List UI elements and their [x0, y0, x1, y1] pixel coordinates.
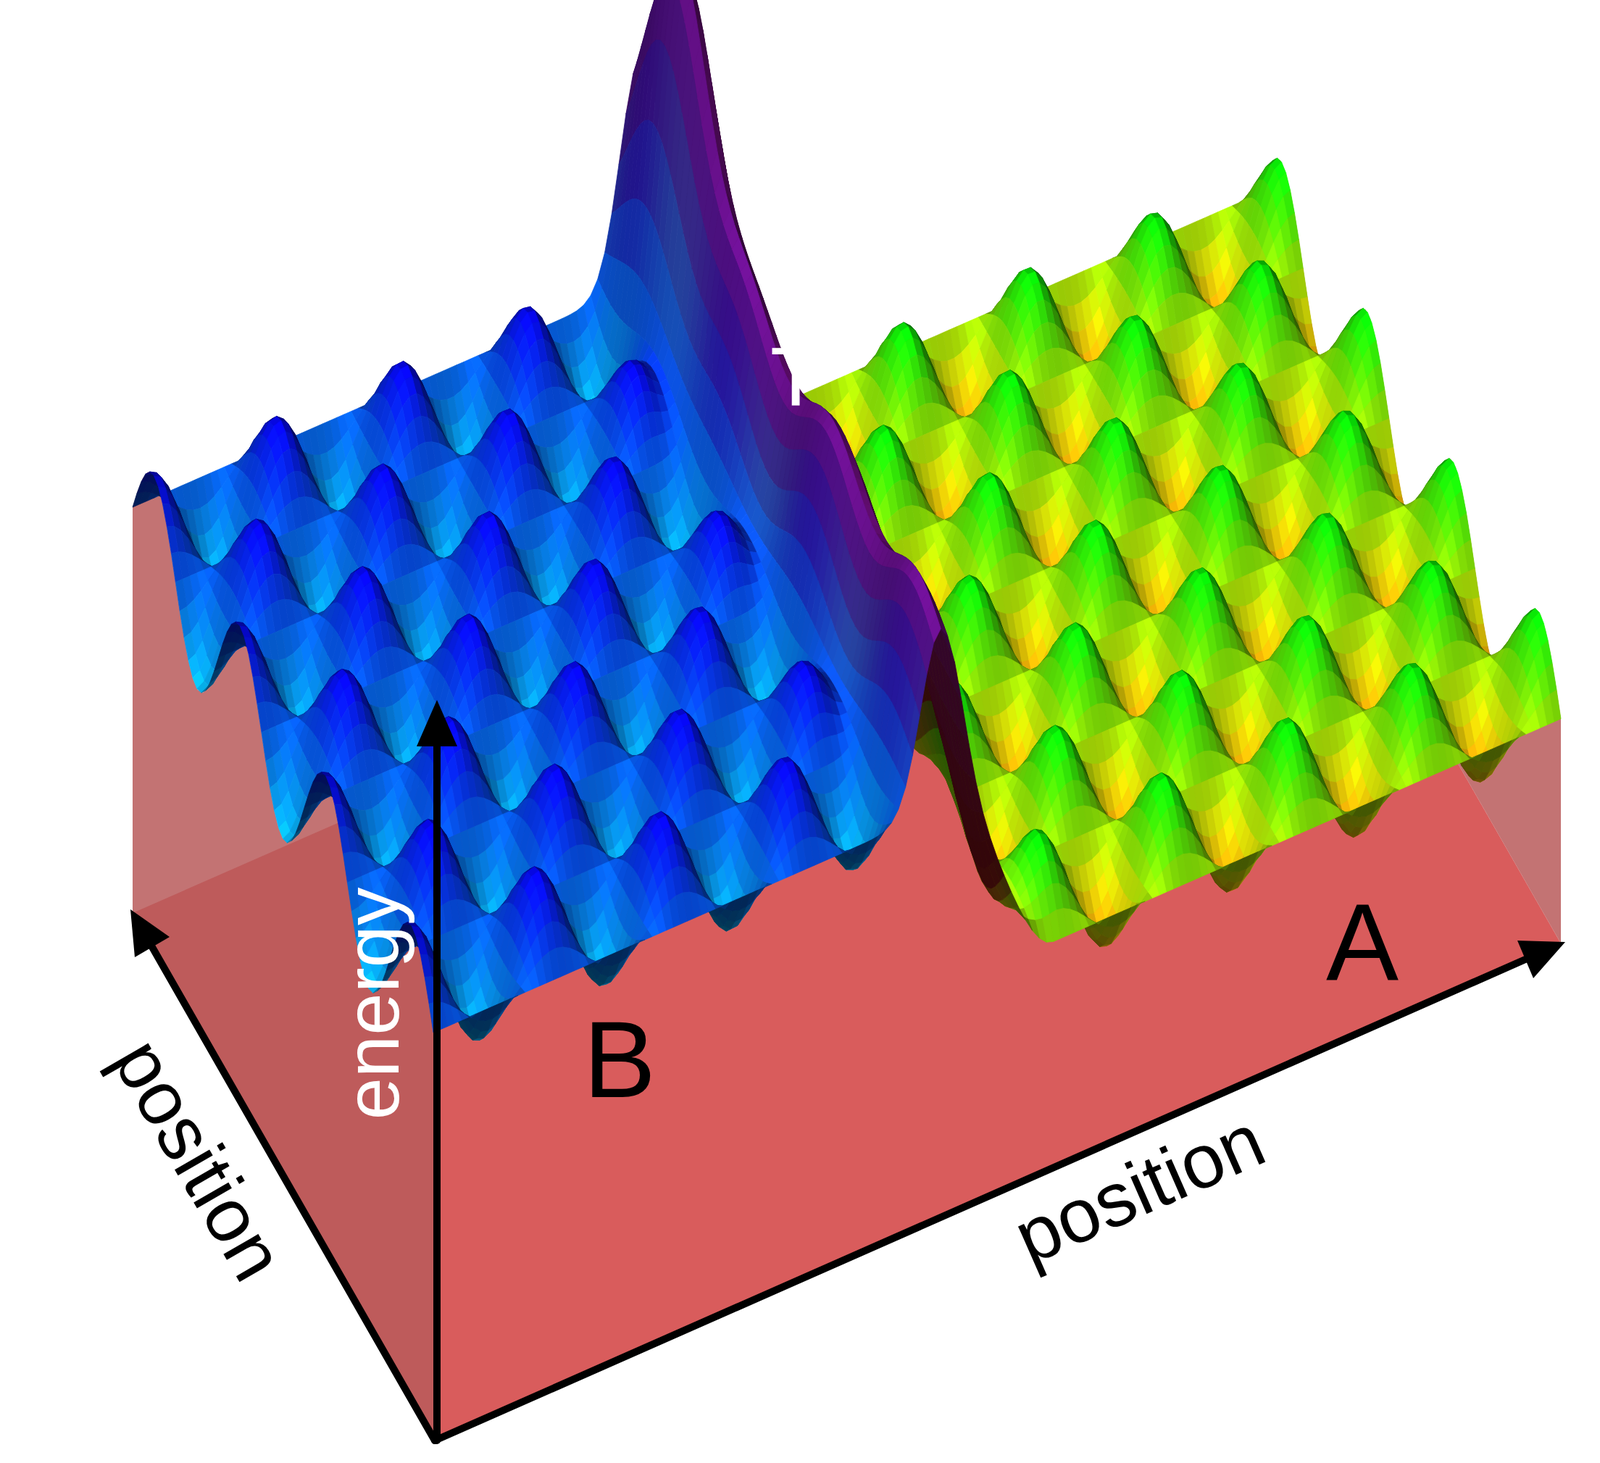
stage: TABenergypositionposition — [0, 0, 1600, 1463]
